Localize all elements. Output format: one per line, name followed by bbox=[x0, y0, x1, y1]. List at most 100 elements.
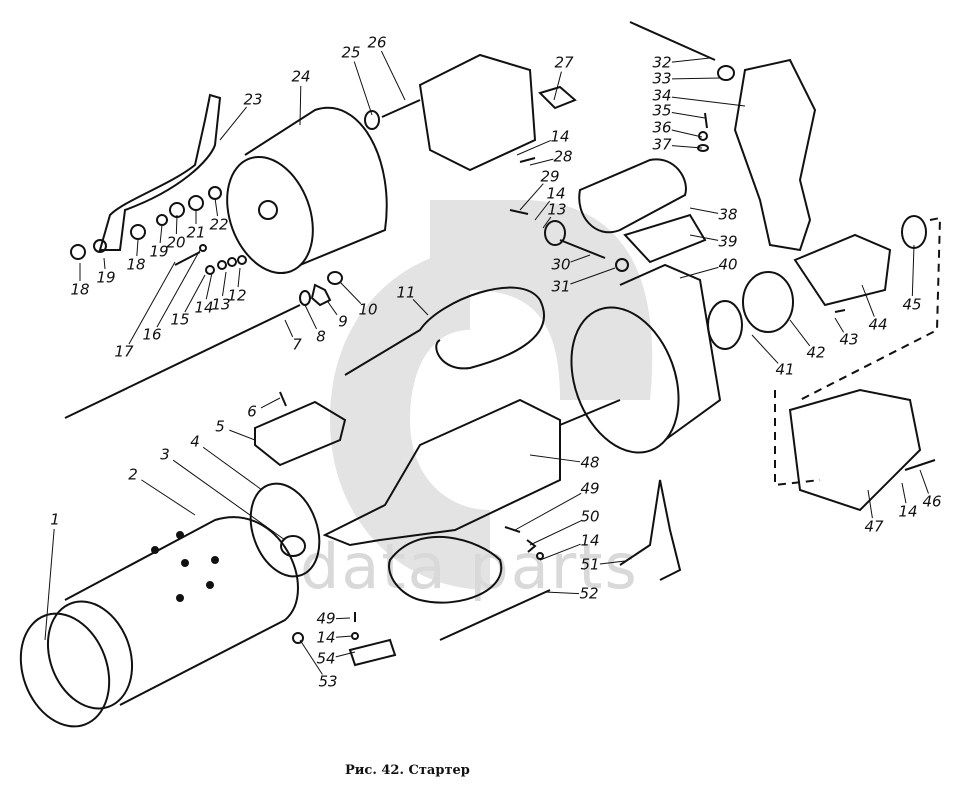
callout-c43: 43 bbox=[839, 330, 859, 349]
callout-c35: 35 bbox=[652, 101, 672, 120]
part-3-washer bbox=[280, 535, 306, 557]
leader-line-c36 bbox=[671, 129, 703, 138]
callout-c34: 34 bbox=[652, 86, 672, 105]
leader-line-c32 bbox=[671, 57, 711, 63]
part-31-ring bbox=[615, 258, 629, 272]
part-27-brush bbox=[538, 85, 577, 110]
part-54-terminal bbox=[348, 638, 397, 667]
callout-c15: 15 bbox=[170, 310, 190, 329]
callout-c10: 10 bbox=[358, 300, 378, 319]
leader-line-c31 bbox=[570, 267, 616, 285]
leader-line-c24 bbox=[299, 85, 302, 126]
figure-caption: Рис. 42. Стартер bbox=[345, 763, 470, 778]
leader-line-c39 bbox=[689, 234, 719, 241]
part-11-coil bbox=[344, 286, 545, 376]
leader-line-c43 bbox=[834, 317, 845, 333]
part-44-pinion bbox=[793, 233, 892, 307]
callout-c14: 14 bbox=[194, 298, 214, 317]
leader-line-c54 bbox=[335, 651, 356, 658]
leader-line-c20 bbox=[175, 214, 178, 235]
callout-c44: 44 bbox=[868, 315, 888, 334]
leader-line-c25 bbox=[353, 61, 373, 116]
callout-c33: 33 bbox=[652, 69, 672, 88]
leader-line-c51 bbox=[599, 560, 626, 565]
callout-c49b: 49 bbox=[316, 609, 336, 628]
callout-c3: 3 bbox=[160, 445, 170, 464]
leader-line-c6 bbox=[260, 397, 281, 409]
callout-c24: 24 bbox=[291, 67, 311, 86]
callout-c25: 25 bbox=[341, 43, 361, 62]
leader-line-c7 bbox=[284, 319, 294, 338]
callout-c2: 2 bbox=[128, 465, 138, 484]
watermark-logo-arc bbox=[330, 250, 490, 590]
callout-c11: 11 bbox=[396, 283, 416, 302]
leader-line-c4 bbox=[202, 446, 263, 491]
leader-line-c16 bbox=[156, 249, 201, 328]
callout-c51: 51 bbox=[580, 555, 600, 574]
part-53-plug bbox=[292, 632, 304, 644]
callout-c22: 22 bbox=[209, 215, 229, 234]
callout-c19a: 19 bbox=[96, 268, 116, 287]
part-32-bolt bbox=[629, 21, 716, 61]
callout-c7: 7 bbox=[292, 335, 302, 354]
leader-line-c11 bbox=[412, 299, 429, 316]
leader-line-c14b bbox=[516, 140, 551, 156]
callout-c8: 8 bbox=[316, 327, 326, 346]
part-28-screw bbox=[519, 157, 536, 163]
callout-c47: 47 bbox=[864, 517, 884, 536]
callout-c20: 20 bbox=[166, 233, 186, 252]
part-51-connector bbox=[619, 479, 682, 581]
callout-c53: 53 bbox=[318, 672, 338, 691]
drive-group-dashed-box bbox=[774, 216, 942, 487]
callout-c23: 23 bbox=[243, 90, 263, 109]
leader-line-c44 bbox=[861, 284, 875, 317]
callout-c4: 4 bbox=[190, 432, 200, 451]
leader-line-c22 bbox=[214, 197, 219, 217]
leader-line-c8 bbox=[304, 304, 317, 330]
leader-line-c14 bbox=[205, 272, 213, 300]
leader-line-c34 bbox=[671, 96, 746, 107]
callout-c29: 29 bbox=[540, 167, 560, 186]
leader-line-c12 bbox=[237, 267, 241, 288]
callout-c46: 46 bbox=[922, 492, 942, 511]
leader-line-c3 bbox=[172, 459, 286, 541]
callout-c18a: 18 bbox=[70, 280, 90, 299]
callout-c16: 16 bbox=[142, 325, 162, 344]
leader-line-c27 bbox=[553, 71, 562, 101]
callout-c39: 39 bbox=[718, 232, 738, 251]
part-4-disc bbox=[249, 482, 321, 578]
leader-line-c14d bbox=[901, 482, 907, 504]
leader-line-c23 bbox=[219, 106, 248, 141]
part-38-solenoid bbox=[578, 158, 687, 234]
callout-c30: 30 bbox=[551, 255, 571, 274]
part-43-screw bbox=[834, 309, 846, 313]
leader-line-c13b bbox=[542, 216, 552, 229]
part-47-cover bbox=[788, 388, 922, 512]
callout-c32: 32 bbox=[652, 53, 672, 72]
leader-line-c49b bbox=[335, 617, 351, 620]
callout-c13b: 13 bbox=[547, 200, 567, 219]
leader-line-c18b bbox=[136, 239, 139, 257]
part-30-shaft bbox=[544, 220, 606, 259]
leader-line-c19a bbox=[103, 257, 106, 270]
part-46-bolt bbox=[904, 459, 936, 471]
part-42-flange bbox=[742, 271, 794, 333]
callout-c45: 45 bbox=[902, 295, 922, 314]
part-26-stud bbox=[381, 99, 421, 118]
callout-c17: 17 bbox=[114, 342, 134, 361]
leader-line-c50 bbox=[529, 520, 582, 546]
part-9-plate bbox=[310, 283, 332, 307]
callout-c38: 38 bbox=[718, 205, 738, 224]
leader-line-c38 bbox=[689, 207, 719, 214]
part-48-armature bbox=[322, 398, 621, 547]
leader-line-c52 bbox=[544, 591, 580, 595]
leader-line-c17 bbox=[128, 261, 176, 345]
callout-c12: 12 bbox=[227, 286, 247, 305]
callout-c36: 36 bbox=[652, 118, 672, 137]
leader-line-c41 bbox=[751, 334, 779, 364]
part-41-seal bbox=[707, 300, 743, 350]
